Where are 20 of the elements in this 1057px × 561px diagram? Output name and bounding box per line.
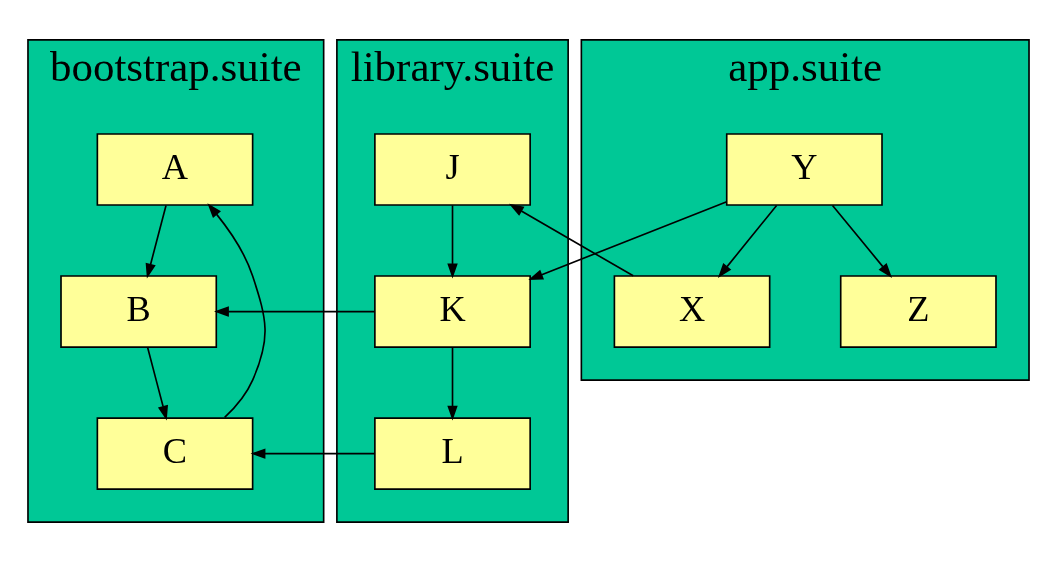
node-box: K [374,274,531,348]
node-box: C [96,416,254,490]
node-box: B [60,274,218,348]
arrow [508,203,635,277]
node-box: J [374,132,531,206]
arrow [214,305,376,317]
arrow [250,447,376,459]
arrow [528,200,728,280]
arrow [145,204,167,278]
arrow [207,202,266,418]
arrow [447,204,458,278]
node-box: Z [839,274,997,348]
node-box: Y [725,132,883,206]
node-box: A [96,132,254,206]
node-box: L [374,416,531,490]
arrow [447,346,458,421]
arrow [717,204,778,278]
node-box: X [613,274,771,348]
arrow [831,204,893,278]
arrow [146,346,168,420]
